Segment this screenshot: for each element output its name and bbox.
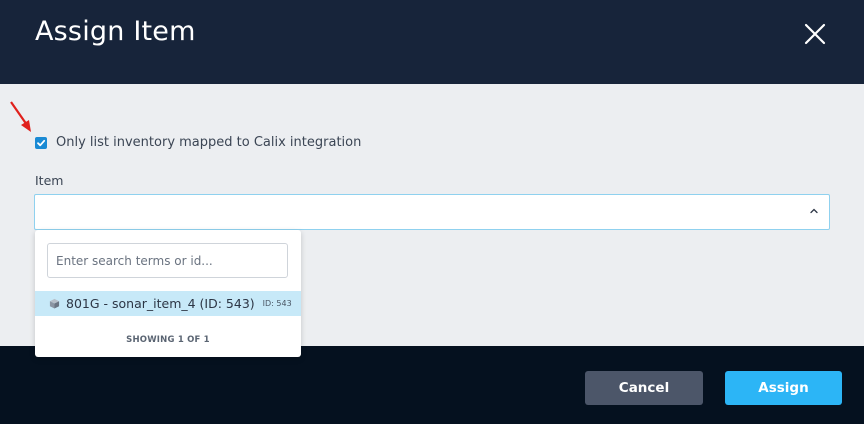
- assign-button[interactable]: Assign: [725, 371, 842, 405]
- option-id-badge: ID: 543: [262, 299, 292, 308]
- chevron-up-icon[interactable]: [808, 205, 820, 217]
- results-count: SHOWING 1 OF 1: [126, 335, 210, 345]
- dialog-title: Assign Item: [35, 16, 196, 47]
- close-icon: [804, 23, 826, 45]
- calix-filter-label[interactable]: Only list inventory mapped to Calix inte…: [56, 135, 362, 150]
- box-icon: [49, 298, 60, 309]
- calix-filter-checkbox[interactable]: [35, 137, 47, 149]
- cancel-button[interactable]: Cancel: [585, 371, 703, 405]
- checkmark-icon: [37, 139, 46, 147]
- close-button[interactable]: [800, 20, 830, 50]
- dialog-footer: [0, 346, 864, 424]
- item-field-label: Item: [35, 173, 64, 188]
- item-dropdown: 801G - sonar_item_4 (ID: 543) ID: 543 SH…: [35, 230, 301, 357]
- option-label: 801G - sonar_item_4 (ID: 543): [66, 296, 255, 311]
- item-select[interactable]: [34, 194, 830, 230]
- dialog-header: Assign Item: [0, 0, 864, 84]
- search-input[interactable]: [47, 243, 288, 278]
- dropdown-option[interactable]: 801G - sonar_item_4 (ID: 543) ID: 543: [35, 291, 301, 316]
- annotation-arrow-icon: [10, 101, 31, 132]
